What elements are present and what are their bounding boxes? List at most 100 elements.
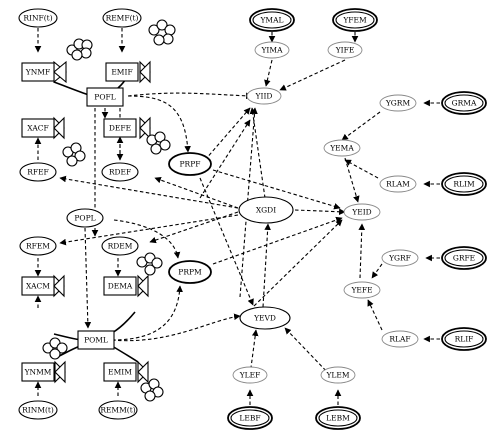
nodes-layer: RINF(t) REMF(t) YNMF EMIF POFL XACF DEFE RFEF RD… — [18, 8, 487, 430]
influence-edge — [154, 176, 239, 209]
node-xacm: XACM — [21, 276, 55, 296]
influence-edge — [284, 327, 331, 376]
influence-edge — [344, 157, 360, 203]
node-pofl: POFL — [86, 87, 124, 107]
influence-edge — [84, 227, 92, 329]
node-label: YNMM — [24, 368, 52, 377]
node-yima: YIMA — [254, 41, 290, 59]
node-xgdi: XGDI — [238, 196, 294, 224]
node-popl: POPL — [66, 208, 104, 228]
node-yeid: YEID — [343, 203, 381, 221]
influence-edge — [212, 216, 343, 265]
influence-edge — [199, 177, 254, 306]
node-label: RLIF — [455, 335, 474, 344]
node-remm: REMM(t) — [98, 400, 138, 420]
node-rdem: RDEM — [101, 236, 139, 256]
influence-edge — [279, 59, 346, 91]
node-rdef: RDEF — [101, 162, 139, 182]
valve-icon — [53, 274, 65, 298]
node-rfem: RFEM — [19, 236, 57, 256]
node-label: XACM — [26, 282, 50, 291]
node-label: EMIM — [108, 368, 132, 377]
node-yefe: YEFE — [343, 281, 381, 299]
influence-edge — [149, 211, 239, 244]
node-yema: YEMA — [323, 139, 361, 157]
influence-edge — [249, 107, 266, 199]
influence-edge — [253, 219, 343, 307]
node-label: XACF — [27, 124, 48, 133]
influence-edge — [212, 169, 341, 210]
node-label: GRMA — [452, 99, 477, 108]
node-ygrf: YGRF — [381, 249, 419, 267]
node-label: YEVD — [253, 314, 276, 323]
node-rlam: RLAM — [379, 175, 417, 193]
node-label: YIMA — [260, 46, 283, 55]
influence-edge — [59, 175, 239, 209]
influence-edge — [111, 313, 241, 342]
node-label: RINM(t) — [22, 406, 54, 415]
node-label: RINF(t) — [23, 14, 52, 23]
node-ylef: YLEF — [232, 366, 268, 384]
node-label: DEMA — [108, 282, 133, 291]
cloud-icon — [62, 142, 86, 167]
node-label: REMM(t) — [100, 406, 135, 415]
influence-edge — [127, 92, 253, 100]
node-dema: DEMA — [103, 276, 137, 296]
valve-icon — [137, 360, 149, 384]
influence-edge — [199, 119, 251, 199]
cloud-icon — [42, 337, 68, 360]
node-prpf: PRPF — [168, 152, 212, 176]
influence-edge — [113, 219, 181, 259]
node-label: YIFE — [335, 46, 355, 55]
node-rlim: RLIM — [441, 172, 487, 196]
node-label: YIID — [255, 92, 273, 101]
node-label: DEFE — [109, 124, 131, 133]
influence-edge — [239, 107, 258, 298]
node-label: RLIM — [453, 180, 475, 189]
node-yfem: YFEM — [332, 8, 378, 32]
node-label: XGDI — [256, 206, 276, 215]
node-label: RDEM — [108, 242, 133, 251]
node-rinf: RINF(t) — [18, 8, 58, 28]
node-label: GRFE — [453, 254, 475, 263]
node-rlif: RLIF — [441, 327, 487, 351]
node-label: RFEF — [27, 168, 49, 177]
node-xacf: XACF — [21, 118, 55, 138]
node-emif: EMIF — [105, 62, 139, 82]
node-yevd: YEVD — [239, 306, 291, 330]
node-label: LEBF — [239, 414, 260, 423]
node-emim: EMIM — [103, 362, 137, 382]
node-poml: POML — [77, 330, 115, 350]
node-label: POFL — [94, 93, 115, 102]
node-label: POML — [84, 336, 108, 345]
influence-edge — [111, 285, 183, 341]
node-label: REMF(t) — [106, 14, 139, 23]
node-prpm: PRPM — [168, 260, 212, 284]
node-ynmm: YNMM — [21, 362, 55, 382]
node-label: YEID — [351, 208, 371, 217]
node-label: RDEF — [109, 168, 131, 177]
node-label: EMIF — [111, 68, 132, 77]
node-yife: YIFE — [327, 41, 363, 59]
node-ygrm: YGRM — [379, 94, 417, 112]
node-ylem: YLEM — [320, 366, 356, 384]
influence-edge — [264, 59, 273, 87]
cloud-icon — [66, 38, 93, 61]
node-ynmf: YNMF — [21, 62, 55, 82]
node-rlaf: RLAF — [381, 330, 419, 348]
flow-edge — [53, 81, 90, 96]
valve-icon — [139, 116, 151, 140]
node-label: YMAL — [259, 16, 283, 25]
node-label: PRPF — [180, 160, 201, 169]
node-ymal: YMAL — [249, 8, 295, 32]
node-grma: GRMA — [441, 91, 487, 115]
node-label: YFEM — [342, 16, 367, 25]
node-rfef: RFEF — [19, 162, 57, 182]
node-lebm: LEBM — [315, 406, 361, 430]
node-defe: DEFE — [103, 118, 137, 138]
influence-edge — [344, 159, 379, 179]
node-lebf: LEBF — [227, 406, 273, 430]
node-label: LEBM — [326, 414, 350, 423]
node-yiid: YIID — [246, 87, 282, 105]
